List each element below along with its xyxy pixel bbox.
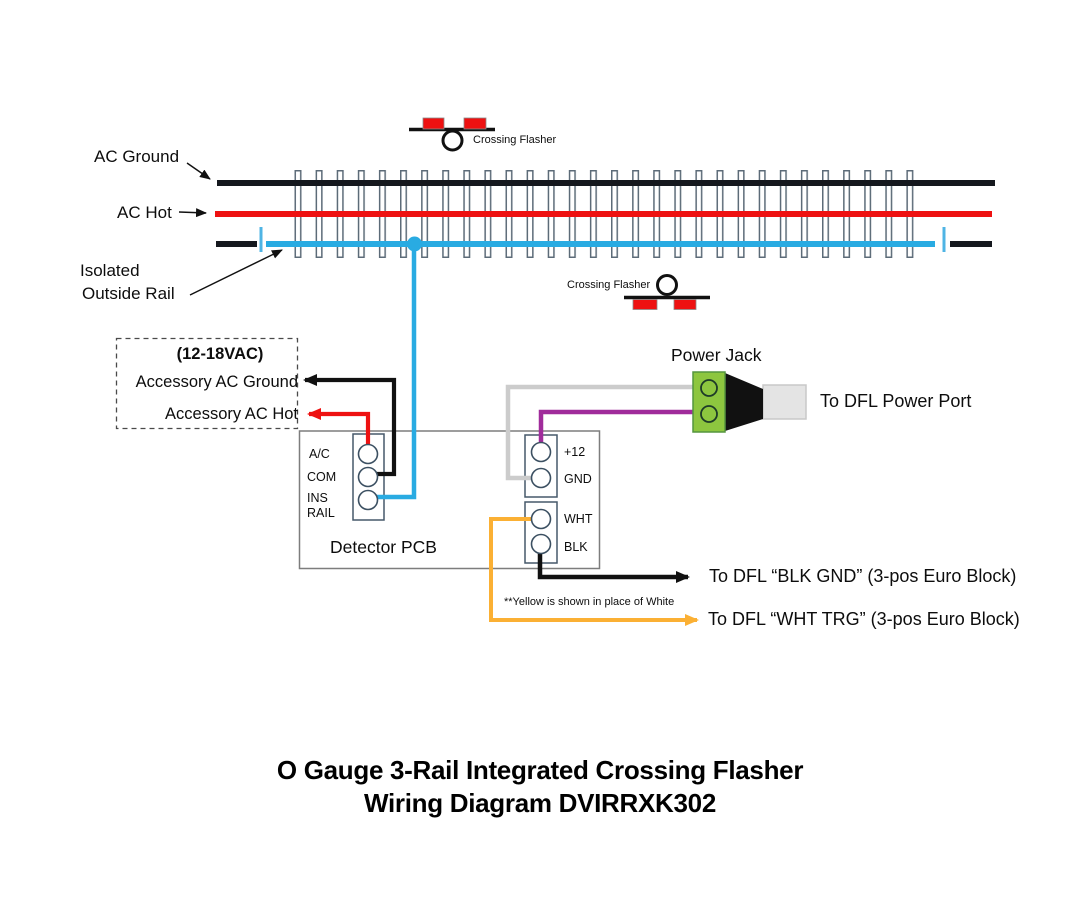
power-jack-icon (692, 371, 807, 433)
terminal-gnd-label: GND (564, 472, 592, 486)
accessory-ac-hot-label: Accessory AC Hot (165, 405, 298, 423)
terminal-block-left (352, 433, 385, 521)
power-jack-plug (725, 373, 763, 431)
power-jack-barrel (762, 384, 807, 420)
terminal-plus12-label: +12 (564, 445, 586, 459)
accessory-ac-ground-label: Accessory AC Ground (135, 373, 298, 391)
yellow-wire-note: **Yellow is shown in place of White (504, 596, 675, 608)
terminal-block-signal (524, 501, 558, 564)
ac-ground-pointer-arrow (186, 162, 211, 180)
isolated-rail-pointer-arrow (189, 249, 283, 296)
terminal-plus12 (530, 441, 552, 463)
ac-hot-label: AC Hot (117, 203, 172, 222)
terminal-ins-label: INS (307, 491, 328, 505)
isolated-rail-label-line2: Outside Rail (82, 284, 175, 303)
detector-pcb-label: Detector PCB (330, 537, 437, 557)
terminal-com-label: COM (307, 470, 337, 484)
dfl-power-port-label: To DFL Power Port (820, 391, 972, 411)
terminal-com (357, 466, 379, 488)
wire-gnd-gray (505, 384, 693, 481)
power-jack-terminal-block (692, 371, 726, 433)
crossing-flasher-bottom-label: Crossing Flasher (567, 279, 651, 291)
track-ties (294, 170, 915, 258)
terminal-block-power (524, 434, 558, 498)
accessory-voltage-label: (12-18VAC) (176, 345, 264, 363)
terminal-ac (357, 443, 379, 465)
terminal-blk (530, 533, 552, 555)
ac-hot-pointer-arrow (178, 208, 207, 218)
ac-ground-label: AC Ground (94, 147, 180, 166)
isolated-rail-label-line1: Isolated (80, 261, 140, 280)
power-jack-label: Power Jack (671, 345, 762, 365)
terminal-ins-rail (357, 489, 379, 511)
terminal-rail-label: RAIL (307, 506, 335, 520)
power-jack-pin-bottom (700, 405, 718, 423)
diagram-title-line1: O Gauge 3-Rail Integrated Crossing Flash… (276, 755, 804, 785)
power-jack-pin-top (700, 379, 718, 397)
wire-insulated-rail (371, 246, 417, 500)
dfl-wht-trg-label: To DFL “WHT TRG” (3-pos Euro Block) (708, 609, 1020, 629)
dfl-blk-gnd-label: To DFL “BLK GND” (3-pos Euro Block) (709, 566, 1017, 586)
terminal-gnd (530, 467, 552, 489)
terminal-wht-label: WHT (564, 512, 593, 526)
crossing-flasher-top-label: Crossing Flasher (473, 134, 557, 146)
terminal-blk-label: BLK (564, 540, 588, 554)
diagram-title-line2: Wiring Diagram DVIRRXK302 (363, 788, 717, 818)
terminal-wht (530, 508, 552, 530)
wire-blk-black (537, 545, 690, 583)
rail-tap-dot (407, 236, 422, 252)
terminal-ac-label: A/C (309, 447, 330, 461)
